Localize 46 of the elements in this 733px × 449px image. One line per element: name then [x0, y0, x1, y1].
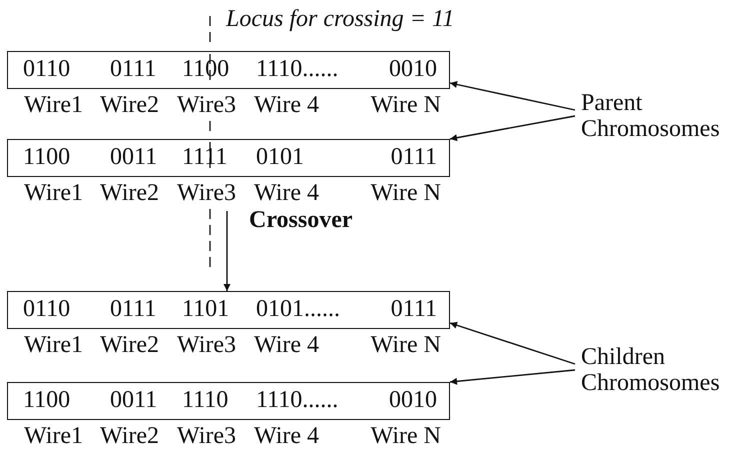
- gene-value: 0111: [390, 144, 437, 170]
- wire-label: Wire2: [100, 423, 160, 449]
- wire-label: Wire3: [177, 332, 236, 358]
- wire-label: Wire N: [370, 180, 441, 206]
- wire-label: Wire 4: [254, 423, 320, 449]
- wire-label: Wire 4: [254, 92, 320, 118]
- gene-value: 1100: [23, 144, 70, 170]
- gene-value: 1110......: [256, 56, 338, 82]
- wire-label: Wire2: [100, 92, 160, 118]
- group-label: Parent Chromosomes: [575, 90, 731, 142]
- wire-label: Wire1: [24, 332, 84, 358]
- wire-label: Wire N: [370, 332, 441, 358]
- gene-value: 1110: [182, 387, 228, 413]
- gene-value: 0110: [23, 296, 70, 322]
- wire-label: Wire2: [100, 180, 160, 206]
- gene-value: 0111: [110, 296, 156, 322]
- gene-value: 0011: [110, 144, 158, 170]
- wire-label: Wire N: [370, 423, 441, 449]
- chromosome-box: [7, 51, 450, 89]
- gene-value: 1101: [182, 296, 230, 322]
- wire-label: Wire3: [177, 180, 236, 206]
- chromosome-box: [7, 139, 450, 177]
- gene-value: 0010: [389, 387, 437, 413]
- wire-label: Wire N: [370, 92, 441, 118]
- wire-label: Wire1: [24, 180, 84, 206]
- gene-value: 0111: [390, 296, 437, 322]
- wire-label: Wire 4: [254, 180, 320, 206]
- group-label: Children Chromosomes: [575, 344, 731, 396]
- wire-label: Wire3: [177, 423, 236, 449]
- gene-value: 0011: [110, 387, 158, 413]
- gene-value: 0010: [389, 56, 437, 82]
- gene-value: 0101: [256, 144, 304, 170]
- wire-label: Wire1: [24, 423, 84, 449]
- wire-label: Wire2: [100, 332, 160, 358]
- gene-value: 0101......: [256, 296, 340, 322]
- gene-value: 1100: [23, 387, 70, 413]
- chromosome-box: [7, 291, 450, 329]
- gene-value: 1110......: [256, 387, 338, 413]
- wire-label: Wire1: [24, 92, 84, 118]
- wire-label: Wire3: [177, 92, 236, 118]
- gene-value: 1100: [182, 56, 230, 82]
- locus-label: Locus for crossing = 11: [226, 6, 454, 32]
- gene-value: 0111: [110, 56, 156, 82]
- gene-value: 0110: [23, 56, 70, 82]
- chromosome-box: [7, 382, 450, 420]
- wire-label: Wire 4: [254, 332, 320, 358]
